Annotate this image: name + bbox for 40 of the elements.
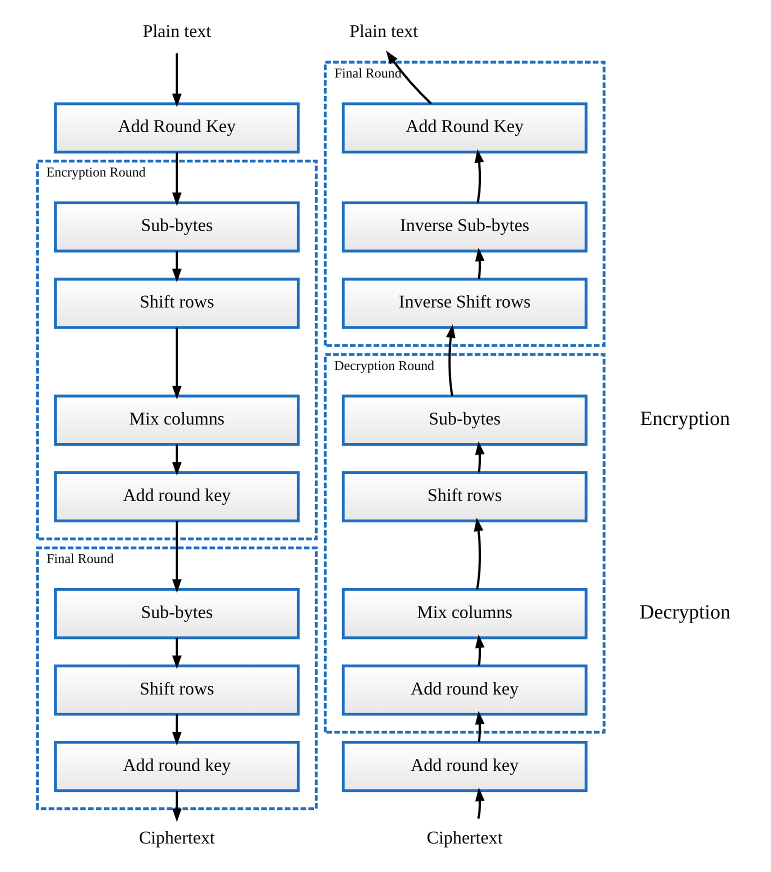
- node-box: Sub-bytes: [54, 201, 300, 252]
- arrow: [474, 441, 484, 472]
- arrow: [446, 324, 455, 396]
- node-box: Sub-bytes: [54, 588, 300, 640]
- arrow: [172, 521, 182, 593]
- arrow: [474, 788, 484, 819]
- node-text: Plain text: [142, 21, 211, 42]
- arrow: [172, 444, 182, 476]
- arrow: [474, 634, 484, 666]
- arrow: [172, 714, 182, 746]
- node-box: Add round key: [54, 740, 300, 792]
- node-box: Inverse Sub-bytes: [341, 201, 588, 252]
- label: Decryption: [639, 602, 730, 624]
- arrow: [172, 251, 182, 282]
- arrow: [474, 710, 484, 742]
- arrow: [386, 50, 432, 104]
- node-box: Add Round Key: [341, 102, 588, 154]
- node-text: Plain text: [349, 21, 418, 42]
- node-box: Mix columns: [341, 588, 588, 640]
- arrow: [172, 638, 182, 670]
- arrow: [474, 149, 484, 203]
- arrow: [474, 248, 484, 280]
- node-text: Ciphertext: [426, 827, 502, 848]
- arrow: [172, 328, 182, 400]
- node-box: Add Round Key: [54, 102, 300, 154]
- node-text: Ciphertext: [138, 827, 214, 848]
- node-box: Shift rows: [54, 664, 300, 716]
- label: Encryption: [640, 408, 730, 430]
- node-box: Shift rows: [54, 278, 300, 329]
- node-box: Add round key: [341, 740, 588, 792]
- arrow: [473, 518, 483, 590]
- node-box: Sub-bytes: [341, 394, 588, 446]
- arrow: [172, 152, 182, 206]
- node-box: Add round key: [54, 471, 300, 522]
- node-box: Mix columns: [54, 394, 300, 446]
- arrow: [172, 53, 182, 108]
- node-box: Add round key: [341, 664, 588, 716]
- arrow: [172, 791, 182, 822]
- node-box: Inverse Shift rows: [341, 278, 588, 329]
- node-box: Shift rows: [341, 471, 588, 522]
